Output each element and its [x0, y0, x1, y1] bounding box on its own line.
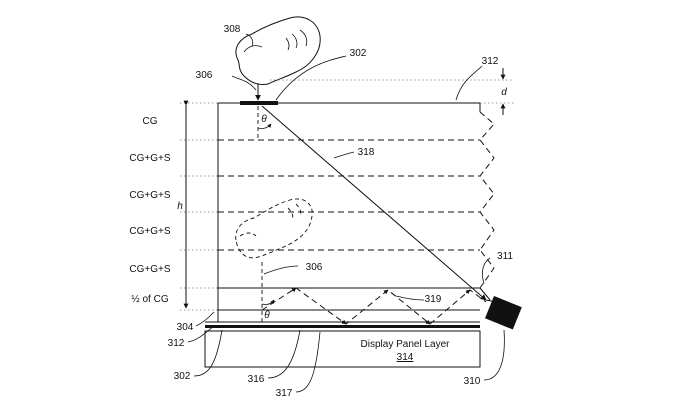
ref-306-top: 306: [196, 70, 213, 81]
ref-316: 316: [248, 374, 265, 385]
ref-310: 310: [464, 376, 481, 387]
layer-label-cgs-4: CG+G+S: [129, 264, 170, 275]
finger-icon: [235, 16, 321, 85]
ray-319: [261, 287, 487, 325]
ref-306-mid: 306: [306, 262, 323, 273]
ref-319: 319: [425, 294, 442, 305]
display-panel-label: Display Panel Layer: [361, 339, 451, 350]
ref-308: 308: [224, 24, 241, 35]
ref-302-top: 302: [350, 48, 367, 59]
ref-317: 317: [276, 388, 293, 399]
layer-label-half-cg: ½ of CG: [131, 294, 168, 305]
symbol-theta-top: θ: [261, 114, 267, 125]
symbol-d: d: [501, 87, 507, 98]
ref-312-top: 312: [482, 56, 499, 67]
layer-label-cgs-1: CG+G+S: [129, 153, 170, 164]
symbol-h: h: [177, 201, 183, 212]
ref-304: 304: [177, 322, 194, 333]
layer-stack: [204, 79, 514, 368]
ref-312-left: 312: [168, 338, 185, 349]
symbol-theta-bottom: θ: [264, 310, 270, 321]
display-panel-number: 314: [397, 352, 414, 363]
leader-lines: [187, 33, 505, 393]
touch-contact-302: [240, 101, 278, 105]
theta-bottom: [261, 262, 275, 322]
layer-316: [205, 325, 480, 328]
ref-318: 318: [358, 147, 375, 158]
display-panel-layer: [204, 330, 481, 368]
layer-label-cg: CG: [143, 116, 158, 127]
ref-302-bottom: 302: [174, 371, 191, 382]
theta-top: [257, 106, 272, 140]
finger-reflection-icon: [235, 198, 313, 259]
ray-318: [261, 105, 487, 301]
layer-label-cgs-2: CG+G+S: [129, 190, 170, 201]
sensor-310: [485, 296, 522, 330]
layer-label-cgs-3: CG+G+S: [129, 226, 170, 237]
ref-311: 311: [497, 251, 513, 262]
